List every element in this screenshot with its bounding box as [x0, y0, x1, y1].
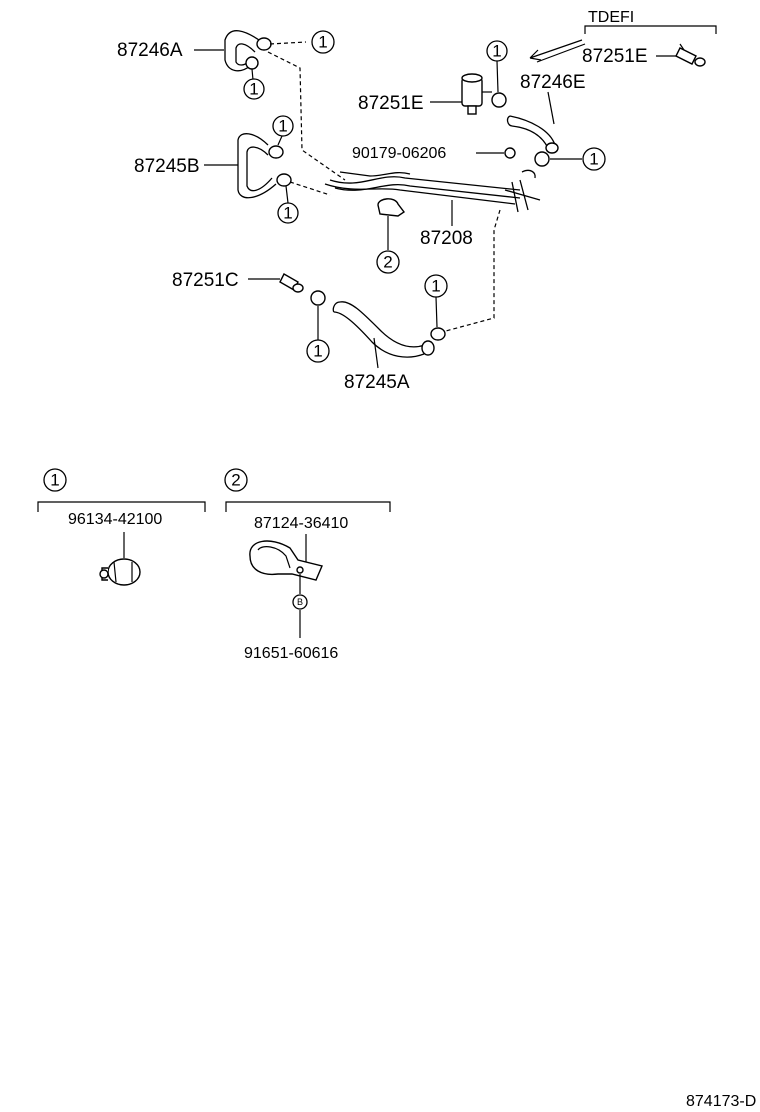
hose-87246e [506, 115, 559, 154]
callout-1 [277, 202, 299, 224]
label-90179: 90179-06206 [352, 145, 446, 162]
pipe-assembly-87208 [324, 169, 541, 213]
callout-1-text: 1 [589, 150, 598, 169]
legend-clamp-87124: 2 87124-36410 B 91651-60616 [224, 468, 391, 662]
hose-87246a [224, 30, 272, 72]
callout-1-text: 1 [283, 204, 292, 223]
label-87251c: 87251C [172, 270, 239, 291]
callout-1 [43, 468, 67, 492]
label-87251e-mid: 87251E [358, 93, 424, 114]
callout-1-text: 1 [313, 342, 322, 361]
legend-clip-96134: 1 96134-42100 [37, 468, 206, 586]
callout-2 [224, 468, 248, 492]
label-87124: 87124-36410 [254, 515, 348, 532]
hose-87245b [237, 133, 292, 199]
label-87245a: 87245A [344, 372, 410, 393]
callout-1-text: 1 [50, 471, 59, 490]
label-87208: 87208 [420, 228, 473, 249]
callout-1 [582, 147, 606, 171]
callout-2 [376, 250, 400, 274]
bolt-callout-b [292, 594, 308, 610]
hose-87245a [332, 301, 446, 358]
callout-1-text: 1 [318, 33, 327, 52]
callout-1-text: 1 [492, 42, 501, 61]
label-96134: 96134-42100 [68, 511, 162, 528]
label-91651: 91651-60616 [244, 645, 338, 662]
callout-1-text: 1 [431, 277, 440, 296]
clamp-87124 [377, 198, 406, 217]
callout-1 [306, 339, 330, 363]
label-87246a: 87246A [117, 40, 183, 61]
callout-1-text: 1 [278, 117, 287, 136]
callout-1-text: 1 [249, 80, 258, 99]
label-87245b: 87245B [134, 156, 200, 177]
tdefi-bracket: TDEFI [529, 9, 717, 63]
valve-87251e-top [675, 43, 706, 67]
valve-87251c [279, 273, 304, 293]
diagram-id: 874173-D [686, 1093, 756, 1110]
bolt-callout-b-text: B [297, 597, 303, 607]
label-87246e: 87246E [520, 72, 586, 93]
callout-2-text: 2 [231, 471, 240, 490]
callout-2-text: 2 [383, 253, 392, 272]
valve-87251e-mid [461, 73, 492, 115]
tdefi-label: TDEFI [588, 9, 634, 26]
callout-1 [243, 78, 265, 100]
label-87251e-top: 87251E [582, 46, 648, 67]
callout-1 [272, 115, 294, 137]
callout-1 [311, 30, 335, 54]
